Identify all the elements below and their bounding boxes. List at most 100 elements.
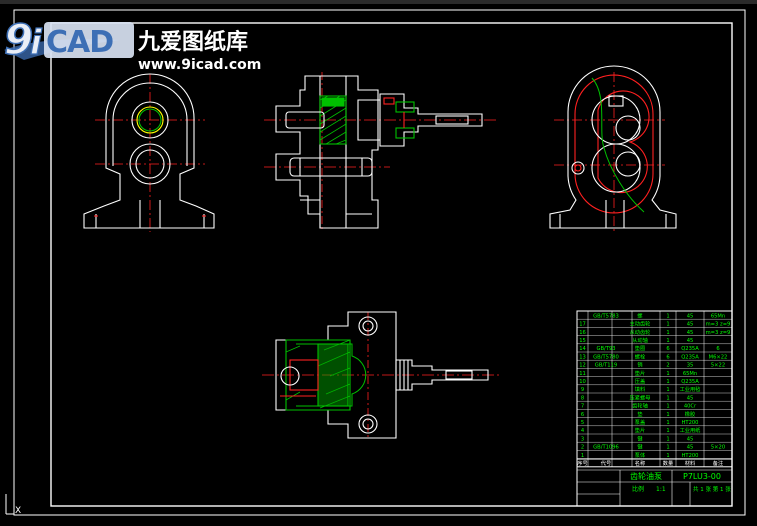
bom-cell-qty: 1 <box>666 436 669 442</box>
bom-cell-no: 5 <box>581 420 584 426</box>
bom-cell-no: 16 <box>579 330 586 336</box>
site-url: www.9icad.com <box>138 57 261 73</box>
top-view-bottom <box>262 311 500 440</box>
side-view-right <box>549 65 677 232</box>
bom-cell-name: 垫圈 <box>635 344 645 352</box>
bom-cell-material: 45 <box>687 330 694 336</box>
bom-cell-name: 螺栓 <box>635 352 646 360</box>
bom-cell-material: 45 <box>687 395 694 401</box>
bom-cell-qty: 1 <box>666 404 669 410</box>
bom-cell-qty: 1 <box>666 387 669 393</box>
bom-cell-no: 9 <box>581 387 584 393</box>
bom-cell-code: 代号 <box>601 459 611 467</box>
bom-cell-qty: 1 <box>666 395 669 401</box>
bom-cell-material: 45 <box>687 445 694 451</box>
bom-cell-no: 2 <box>581 445 584 451</box>
bom-cell-material: Q235A <box>681 346 699 352</box>
front-view-left <box>83 73 215 232</box>
bom-cell-name: 螺 <box>637 311 642 319</box>
bom-cell-name: 销 <box>637 361 642 369</box>
bom-cell-no: 12 <box>579 363 586 369</box>
bom-cell-qty: 1 <box>666 428 669 434</box>
bom-cell-material: 45 <box>687 313 694 319</box>
section-view-middle <box>264 72 496 232</box>
bom-cell-name: 泵体 <box>635 451 646 459</box>
drawing-title: 齿轮油泵 <box>630 471 662 481</box>
bom-cell-no: 序号 <box>577 459 587 467</box>
bom-cell-name: 键 <box>637 443 642 451</box>
bom-cell-name: 泵盖 <box>635 418 645 426</box>
scale-value: 1:1 <box>656 486 666 493</box>
bom-cell-material: 材料 <box>685 459 695 467</box>
bom-cell-material: 工业用毡 <box>680 385 701 393</box>
bom-cell-name: 垫 <box>637 410 643 418</box>
bom-cell-qty: 1 <box>666 379 669 385</box>
bom-cell-name: 键 <box>637 434 642 442</box>
bom-cell-no: 14 <box>579 346 586 352</box>
bom-cell-qty: 1 <box>666 322 669 328</box>
bom-cell-note: 65Mn <box>711 313 725 319</box>
bom-cell-qty: 1 <box>666 412 669 418</box>
bom-cell-name: 垫片 <box>635 369 645 377</box>
bom-frame <box>576 310 733 468</box>
bom-cell-qty: 1 <box>666 330 669 336</box>
bom-cell-name: 齿轮轴 <box>632 402 648 410</box>
bom-cell-qty: 1 <box>666 338 669 344</box>
logo-mark: 9 i CAD <box>3 14 134 65</box>
bom-cell-material: 45 <box>687 436 694 442</box>
bom-cell-no: 11 <box>579 371 586 377</box>
bom-cell-qty: 6 <box>666 346 669 352</box>
bom-cell-code: GB/T93 <box>596 346 615 352</box>
site-watermark: 9 i CAD 九爱图纸库 www.9icad.com <box>3 14 261 73</box>
drawing-frame <box>50 22 733 507</box>
bom-cell-name: 名称 <box>635 459 645 467</box>
bom-cell-material: 橡胶 <box>685 410 695 418</box>
bom-cell-no: 15 <box>579 338 586 344</box>
bom-cell-name: 压盖 <box>635 377 645 385</box>
bom-cell-name: 从动轴 <box>632 336 648 344</box>
svg-text:9: 9 <box>4 15 33 64</box>
bom-cell-no: 1 <box>581 453 584 459</box>
bom-cell-note: 备注 <box>713 459 723 467</box>
bom-cell-name: 填料 <box>635 385 645 393</box>
bom-cell-no: 3 <box>581 436 584 442</box>
bom-cell-no: 8 <box>581 395 584 401</box>
bom-cell-material: 35 <box>687 363 694 369</box>
bom-cell-name: 从动齿轮 <box>630 328 651 336</box>
bom-cell-material: HT200 <box>682 453 699 459</box>
bom-cell-note: m=3 z=9 <box>706 330 731 336</box>
corner-mark: X <box>15 506 21 516</box>
bom-cell-qty: 1 <box>666 445 669 451</box>
bom-cell-qty: 数量 <box>663 459 673 467</box>
bom-cell-material: HT200 <box>682 420 699 426</box>
bom-cell-name: 垫片 <box>635 426 645 434</box>
bom-cell-code: GB/T1096 <box>593 445 619 451</box>
bom-cell-qty: 6 <box>666 354 669 360</box>
bom-cell-material: Q235A <box>681 379 699 385</box>
bom-cell-name: 主动齿轮 <box>630 320 651 328</box>
top-bar <box>0 0 757 4</box>
bom-cell-material: 45 <box>687 322 694 328</box>
bom-cell-no: 6 <box>581 412 584 418</box>
bom-cell-material: 65Mn <box>683 371 697 377</box>
bom-cell-code: GB/T5780 <box>593 354 619 360</box>
bom-cell-note: M6×22 <box>709 354 728 360</box>
bom-cell-note: 6 <box>716 346 719 352</box>
bom-cell-qty: 2 <box>666 363 669 369</box>
bom-cell-note: m=3 z=9 <box>706 322 731 328</box>
bom-cell-material: 45 <box>687 338 694 344</box>
bom-cell-qty: 1 <box>666 420 669 426</box>
bom-cell-no: 13 <box>579 354 586 360</box>
bom-cell-no: 4 <box>581 428 585 434</box>
bom-cell-material: 40Cr <box>684 404 697 410</box>
bom-cell-qty: 1 <box>666 371 669 377</box>
bom-cell-note: 5×20 <box>711 445 725 451</box>
bom-cell-name: 压紧螺母 <box>630 393 651 401</box>
bom-cell-material: Q235A <box>681 354 699 360</box>
svg-text:CAD: CAD <box>46 25 113 60</box>
sheet-border <box>13 9 746 516</box>
bom-cell-code: GB/T119 <box>595 363 617 369</box>
bom-cell-code: GB/T5783 <box>593 313 619 319</box>
